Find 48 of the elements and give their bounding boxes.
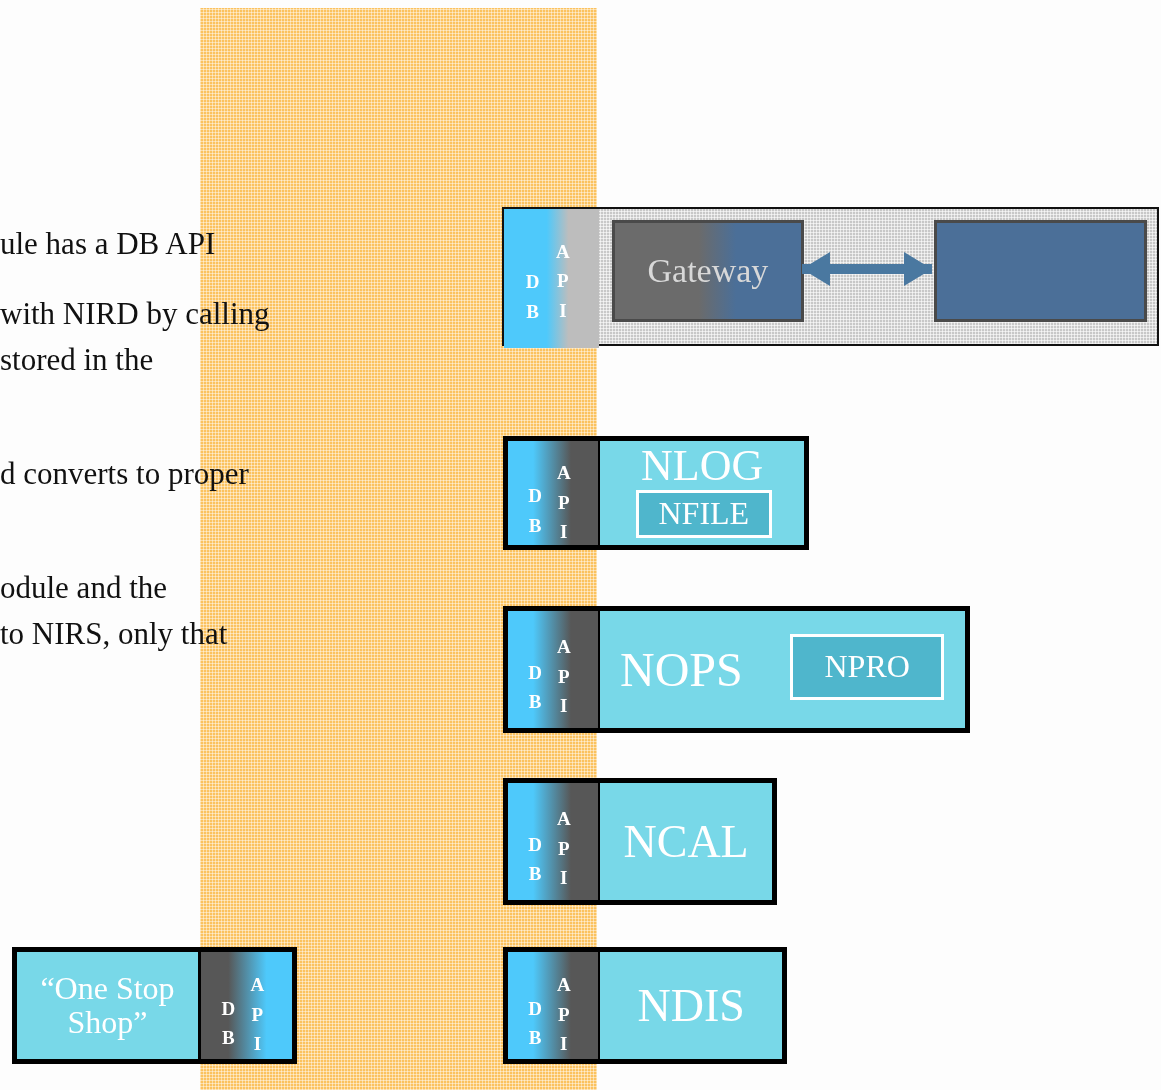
text-line: stored in the <box>0 342 154 378</box>
vertical-label: D B <box>527 832 543 887</box>
double-arrow <box>802 252 932 286</box>
module-name: NFILE <box>658 497 750 531</box>
module-panel <box>17 952 198 1059</box>
module-box <box>503 778 777 905</box>
vertical-label: D B <box>527 660 543 715</box>
module-panel <box>600 952 782 1059</box>
text-line: ule has a DB API <box>0 226 216 262</box>
module-name: NLOG <box>641 443 764 490</box>
vertical-label: A P I <box>555 461 572 545</box>
db-api-panel <box>504 209 599 348</box>
module-name: NOPS <box>620 644 743 695</box>
component-box <box>612 220 804 322</box>
module-panel <box>600 783 772 900</box>
module-name: NCAL <box>623 817 749 866</box>
submodule-box <box>790 634 944 700</box>
vertical-label: D B <box>527 996 543 1051</box>
module-box <box>502 207 1159 346</box>
vertical-label: A P I <box>249 973 266 1056</box>
module-name: Gateway <box>647 253 769 289</box>
module-box <box>503 947 787 1064</box>
module-box <box>12 947 297 1064</box>
module-box <box>503 436 809 550</box>
db-api-panel <box>508 441 598 545</box>
component-box <box>934 220 1147 322</box>
module-name: NPRO <box>824 650 910 684</box>
vertical-label: A P I <box>555 239 571 323</box>
submodule-box <box>636 490 772 538</box>
vertical-label: A P I <box>555 807 572 890</box>
vertical-label: A P I <box>555 973 572 1056</box>
module-name: NDIS <box>637 981 745 1030</box>
module-panel <box>600 441 804 545</box>
vertical-label: D B <box>527 484 543 538</box>
text-line: to NIRS, only that <box>0 616 228 652</box>
text-line: d converts to proper <box>0 456 249 492</box>
module-panel <box>600 611 965 728</box>
vertical-label: D B <box>220 996 237 1051</box>
text-line: odule and the <box>0 570 167 606</box>
text-line: with NIRD by calling <box>0 296 270 332</box>
db-api-panel <box>201 952 292 1059</box>
vertical-label: D B <box>524 270 541 324</box>
module-box <box>503 606 970 733</box>
db-api-panel <box>508 952 598 1059</box>
vertical-label: A P I <box>555 635 572 718</box>
db-api-panel <box>508 611 598 728</box>
module-name: “One Stop Shop” <box>39 972 176 1040</box>
db-api-panel <box>508 783 598 900</box>
